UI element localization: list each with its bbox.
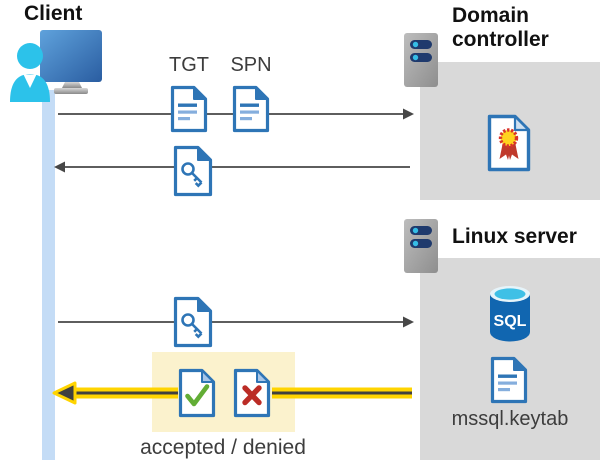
client-workstation-icon xyxy=(4,26,104,104)
arrow-result-to-client xyxy=(48,380,416,406)
arrowhead-right-icon xyxy=(403,108,414,120)
denied-cross-document-icon xyxy=(233,368,271,418)
spn-label: SPN xyxy=(230,54,272,76)
sql-database-icon: SQL xyxy=(487,282,533,346)
arrow-client-to-dc xyxy=(52,106,416,122)
rosette-icon xyxy=(498,128,519,160)
accepted-check-document-icon xyxy=(178,368,216,418)
arrowhead-right-icon xyxy=(403,316,414,328)
tgt-document-icon xyxy=(170,85,208,133)
tgt-label: TGT xyxy=(169,54,209,76)
monitor-stand-icon xyxy=(62,82,82,88)
spn-document-icon xyxy=(232,85,270,133)
keytab-document-icon xyxy=(490,356,528,404)
monitor-icon xyxy=(40,30,102,82)
domain-controller-label: Domain controller xyxy=(452,4,549,52)
check-icon xyxy=(185,384,210,407)
cross-icon xyxy=(242,385,262,406)
monitor-base-icon xyxy=(54,88,88,94)
result-caption: accepted / denied xyxy=(140,436,306,459)
certificate-document-icon xyxy=(487,114,531,172)
key-document-icon xyxy=(173,145,213,197)
arrow-dc-to-client xyxy=(52,159,416,175)
key-document-icon xyxy=(173,296,213,348)
client-label: Client xyxy=(24,2,83,25)
arrow-client-to-linux xyxy=(52,314,416,330)
keytab-label: mssql.keytab xyxy=(451,408,569,430)
arrowhead-left-highlight-icon xyxy=(52,381,77,405)
person-icon xyxy=(10,43,50,102)
arrowhead-left-icon xyxy=(54,161,65,173)
domain-controller-server-icon xyxy=(403,32,439,88)
linux-server-label: Linux server xyxy=(452,225,577,248)
client-lifeline xyxy=(42,90,55,460)
sql-badge-label: SQL xyxy=(494,313,527,330)
linux-server-server-icon xyxy=(403,218,439,274)
